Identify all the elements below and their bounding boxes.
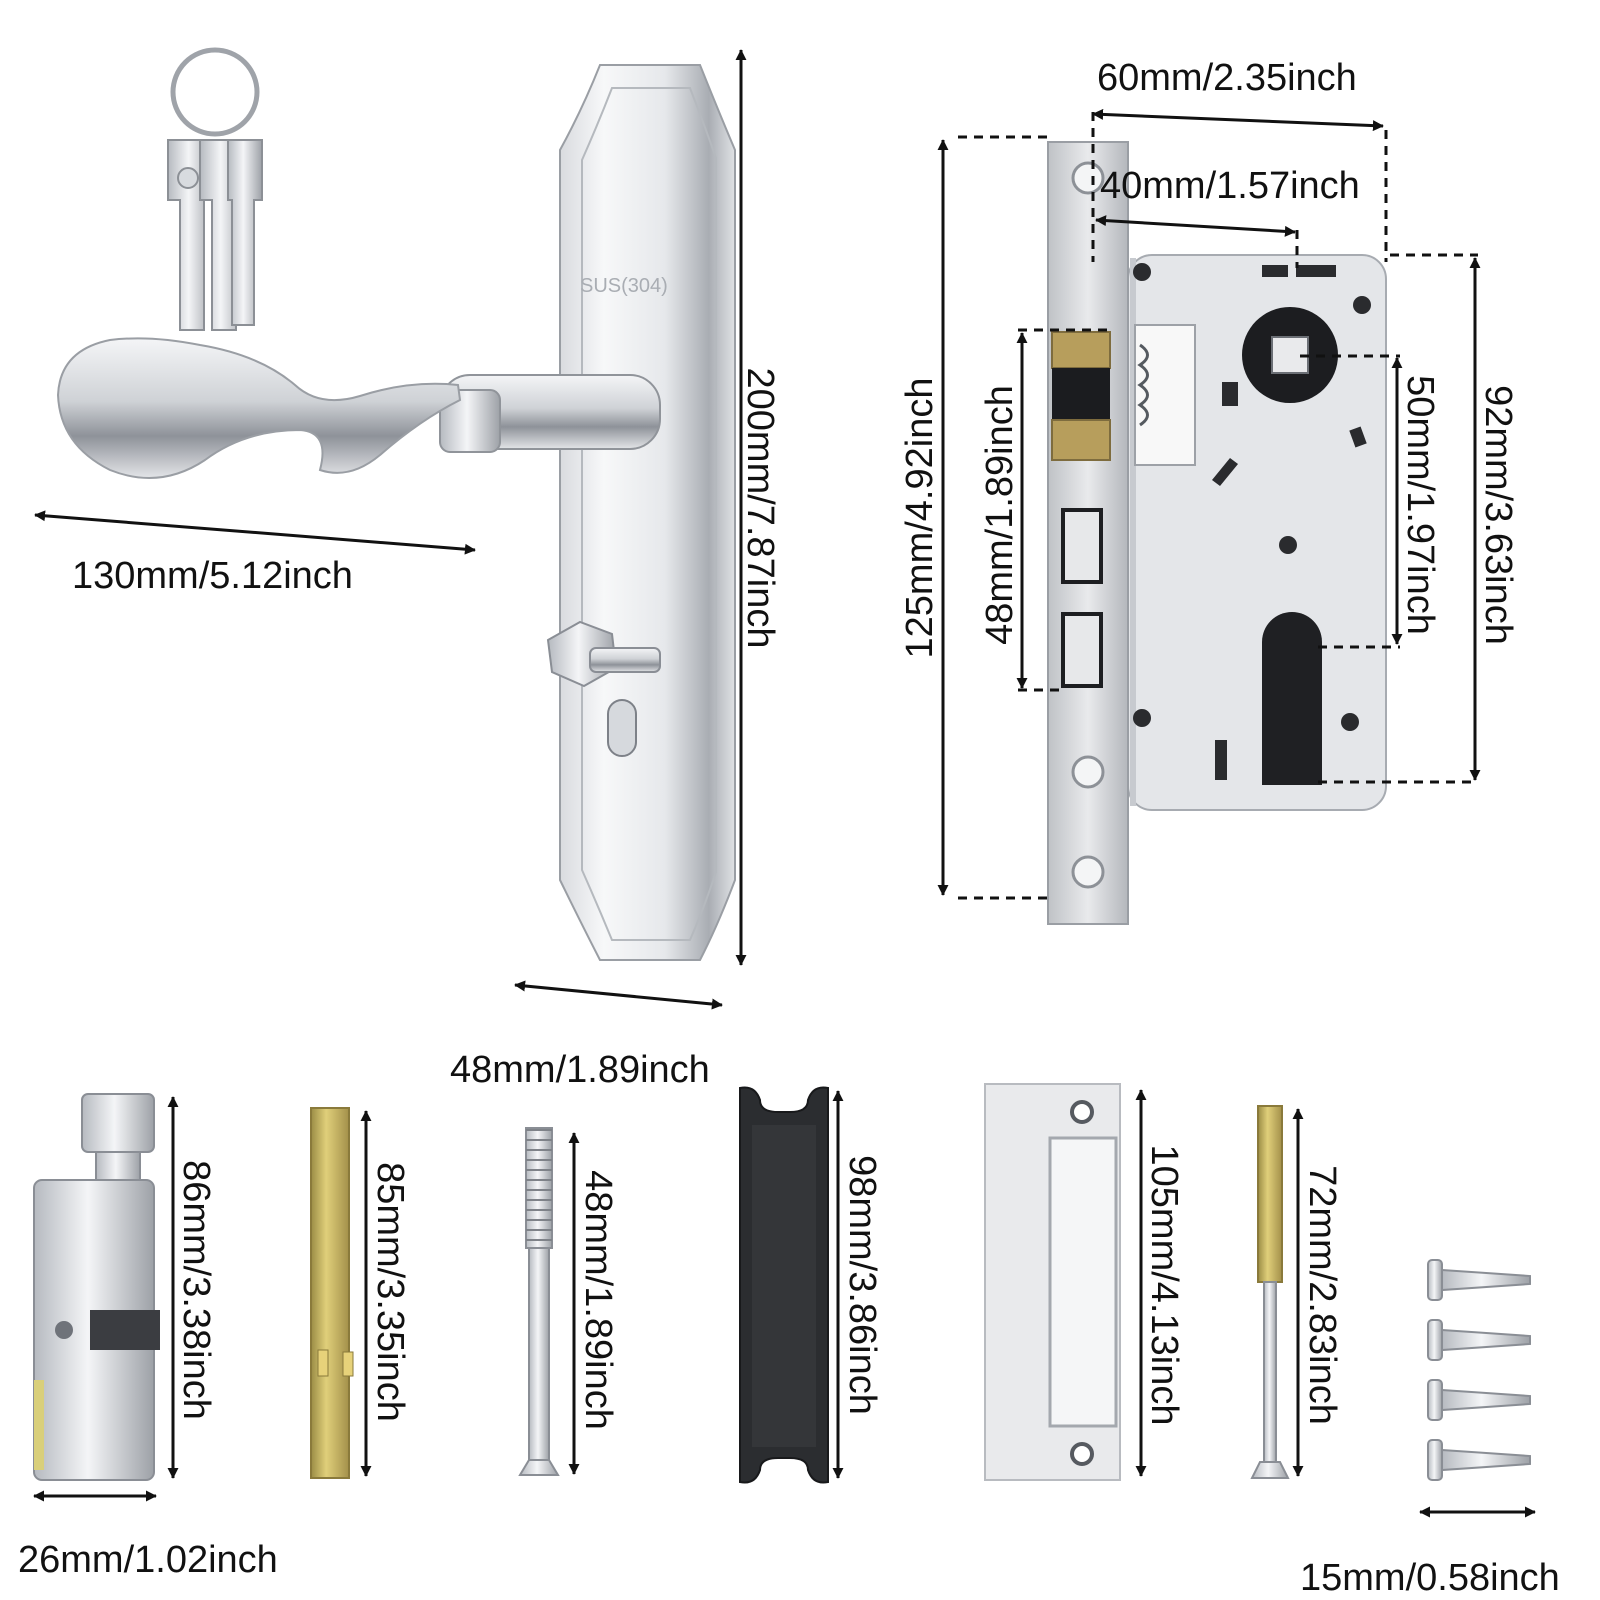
screw-icon xyxy=(1133,709,1151,727)
box-height-label: 98mm/3.86inch xyxy=(841,1155,883,1415)
plate-height-label: 200mm/7.87inch xyxy=(739,368,781,649)
arrow-icon xyxy=(514,980,723,1010)
handle-backplate: SUS(304) xyxy=(546,64,736,961)
thumb-turn xyxy=(546,620,661,688)
connecting-bolt xyxy=(518,1127,560,1476)
screw-icon xyxy=(1427,1379,1531,1421)
strike-height-label: 105mm/4.13inch xyxy=(1143,1145,1185,1426)
cylinder-width-label: 26mm/1.02inch xyxy=(18,1539,278,1581)
spring-window xyxy=(1134,324,1196,466)
mortise-faceplate xyxy=(1047,141,1129,925)
key-bundle xyxy=(167,47,263,331)
screw-icon xyxy=(1427,1259,1531,1301)
spindle-square xyxy=(1271,336,1309,374)
cylinder-cutout xyxy=(1262,612,1322,785)
faceplate-slot xyxy=(1061,508,1103,584)
handle-length-label: 130mm/5.12inch xyxy=(72,555,353,597)
spindle-length-label: 85mm/3.35inch xyxy=(369,1162,411,1422)
cylinder-height-label: 86mm/3.38inch xyxy=(175,1160,217,1420)
key-hole xyxy=(607,699,637,757)
bolt-length-label: 48mm/1.89inch xyxy=(577,1170,619,1430)
case-height-label: 92mm/3.63inch xyxy=(1477,385,1519,645)
wood-screws xyxy=(1427,1259,1531,1481)
lever-handle xyxy=(56,337,661,479)
screw-length-label: 15mm/0.58inch xyxy=(1300,1557,1560,1599)
euro-cylinder xyxy=(33,1093,160,1481)
key-ring-icon xyxy=(170,47,260,137)
arrow-icon xyxy=(1095,215,1296,237)
screw-icon xyxy=(1353,296,1371,314)
sleeve-length-label: 72mm/2.83inch xyxy=(1301,1165,1343,1425)
spindle-to-cylinder-label: 50mm/1.97inch xyxy=(1399,375,1441,635)
plate-engraving: SUS(304) xyxy=(580,275,668,297)
body-width-label: 60mm/2.35inch xyxy=(1097,57,1357,99)
arrow-icon xyxy=(34,510,476,555)
mortise-lock-body xyxy=(1127,254,1387,811)
key-icon xyxy=(167,139,263,331)
faceplate-height-label: 125mm/4.92inch xyxy=(899,378,941,659)
backset-label: 40mm/1.57inch xyxy=(1100,165,1360,207)
arrow-icon xyxy=(1092,108,1384,132)
square-spindle xyxy=(310,1107,354,1479)
screw-icon xyxy=(1133,263,1151,281)
latch-span-label: 48mm/1.89inch xyxy=(979,385,1021,645)
screw-icon xyxy=(1427,1319,1531,1361)
screw-icon xyxy=(1427,1439,1531,1481)
plate-width-label: 48mm/1.89inch xyxy=(450,1049,710,1091)
faceplate-slot xyxy=(1061,612,1103,688)
sleeve-nut xyxy=(1250,1105,1290,1479)
strike-plate xyxy=(984,1083,1121,1481)
screw-icon xyxy=(1279,536,1297,554)
mortise-dust-box xyxy=(739,1086,829,1484)
screw-icon xyxy=(1341,713,1359,731)
latch-bolt xyxy=(1051,331,1111,461)
